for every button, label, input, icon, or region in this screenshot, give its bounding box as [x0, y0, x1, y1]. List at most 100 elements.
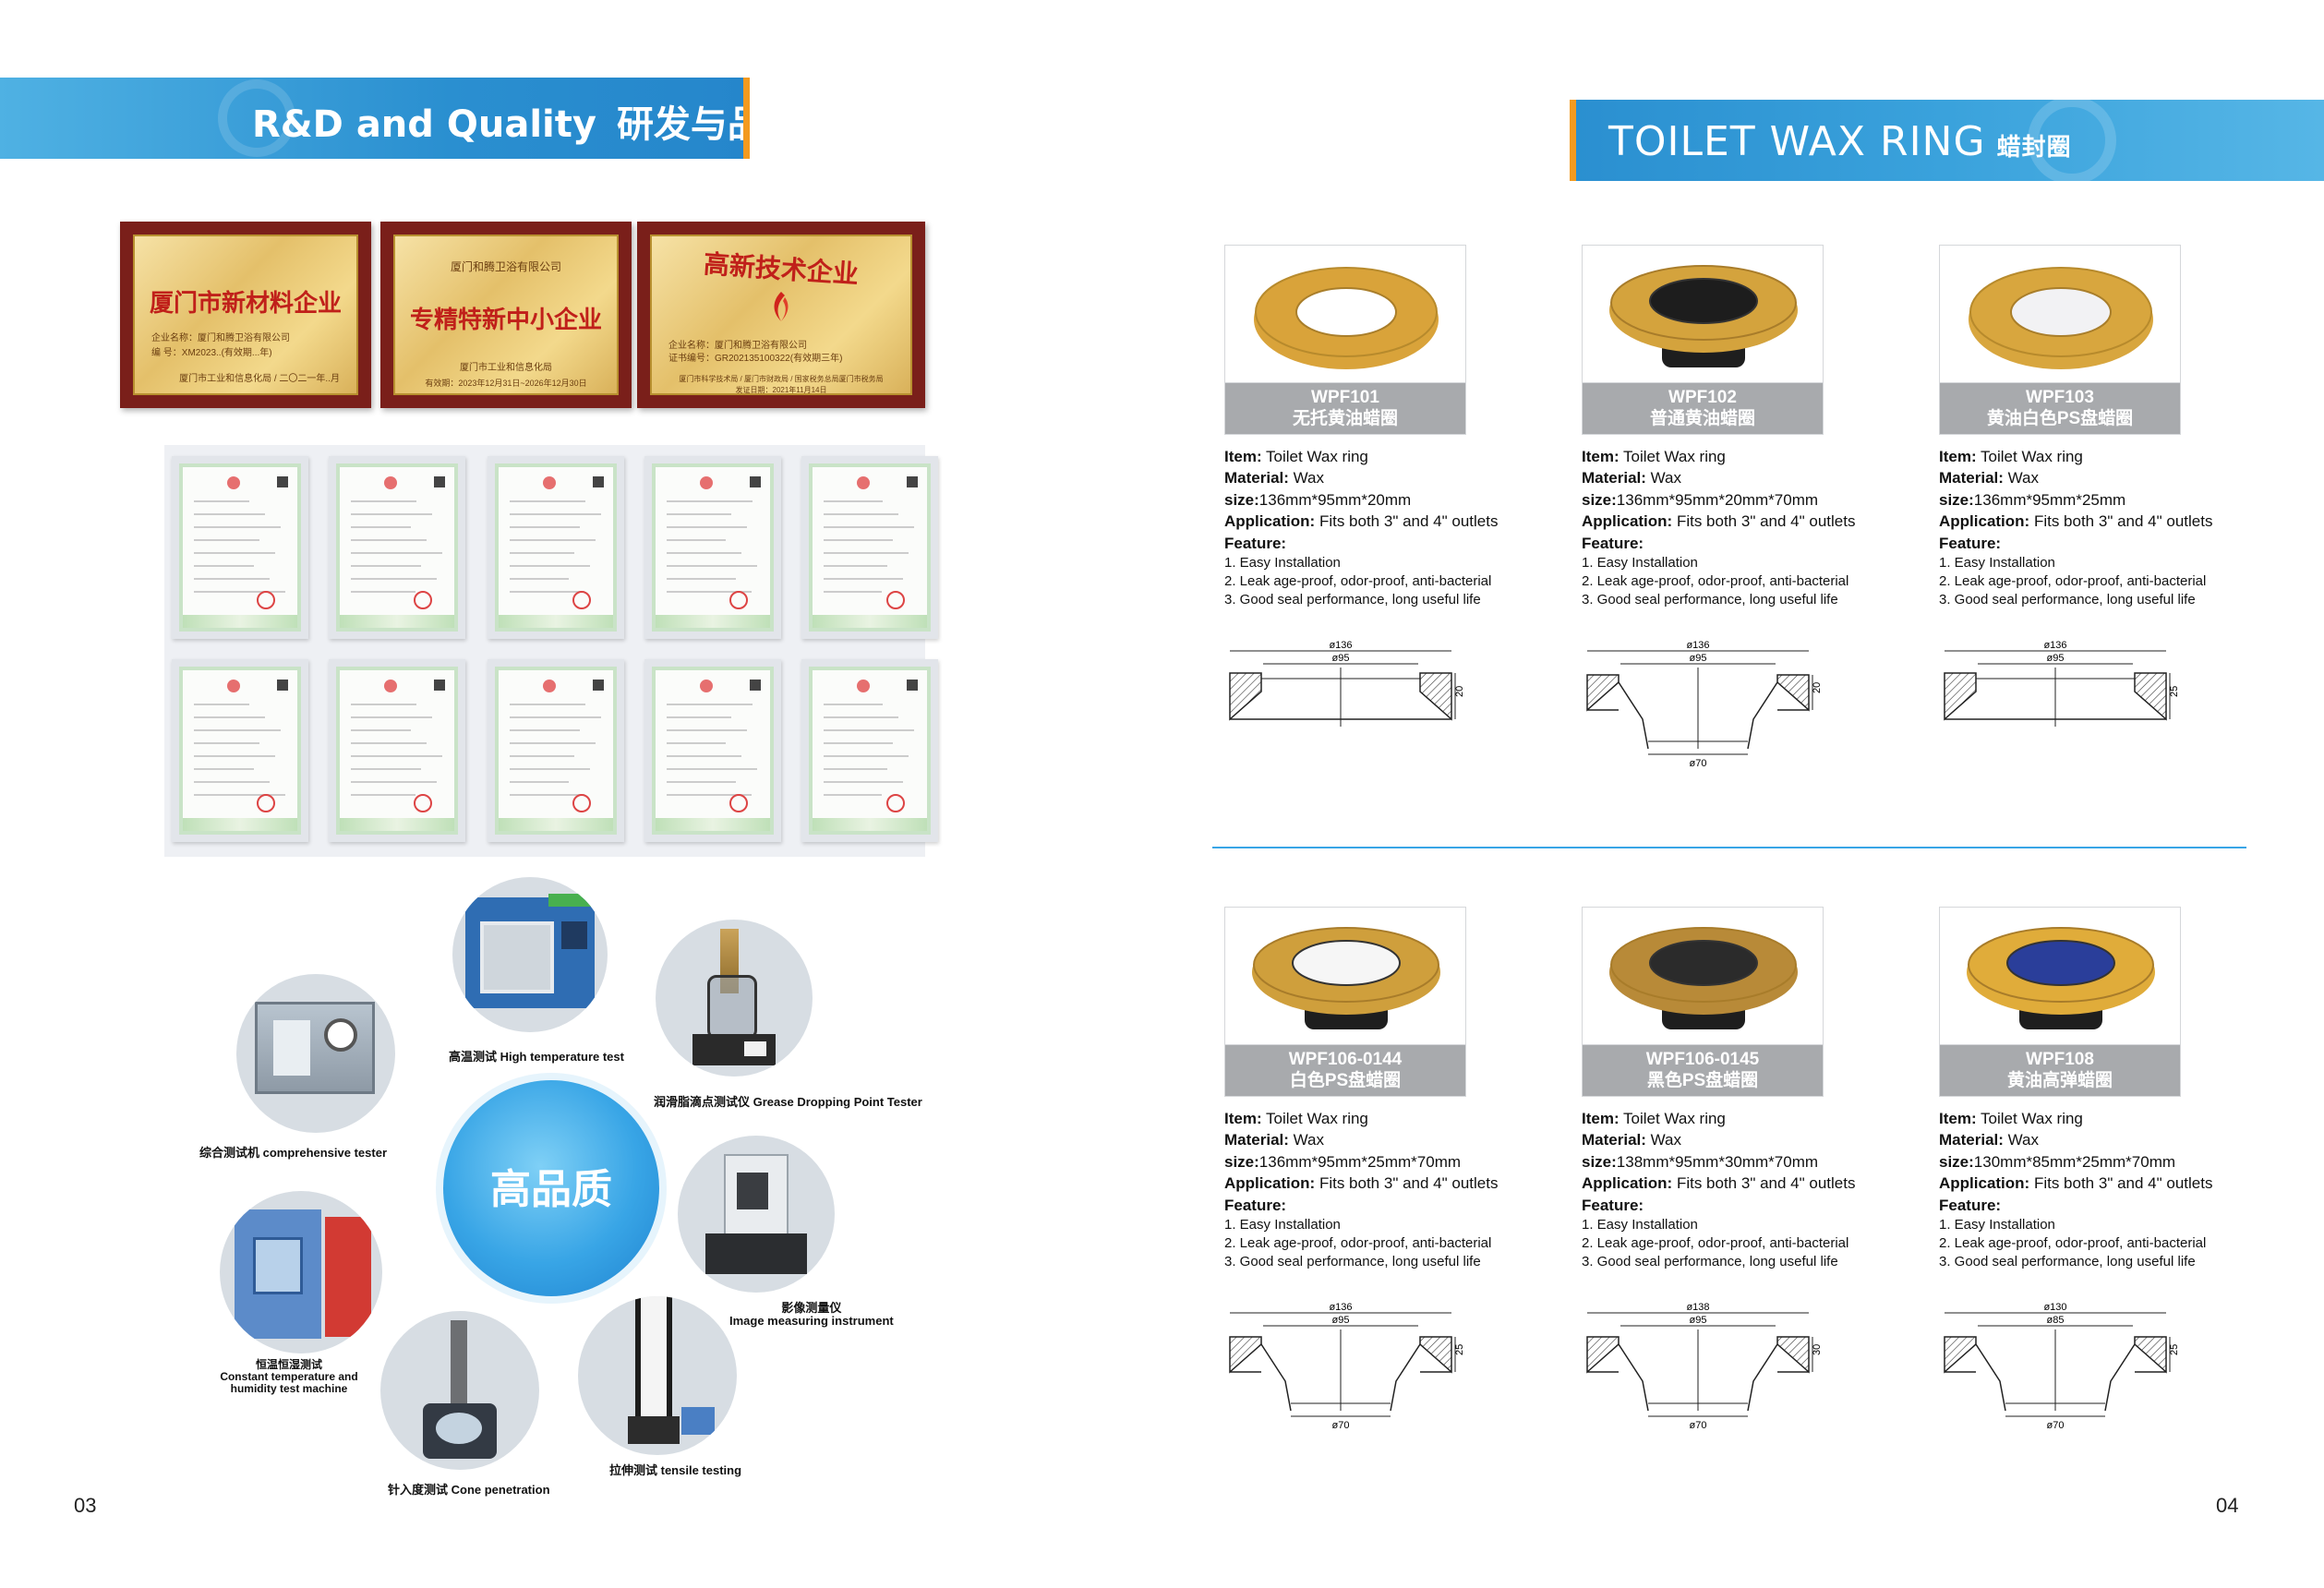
dim-inner-label: ø95	[1332, 1315, 1350, 1326]
dim-inner-label: ø85	[2047, 1315, 2065, 1326]
plaque-date: 发证日期：2021年11月14日	[735, 386, 827, 394]
spec-size: size:136mm*95mm*20mm	[1224, 490, 1412, 509]
feature-item: 2. Leak age-proof, odor-proof, anti-bact…	[1582, 1235, 1849, 1252]
comprehensive-tester-photo	[236, 974, 395, 1133]
dim-outer-label: ø136	[1329, 1302, 1352, 1313]
product-drawing: ø136 ø95 20 ø70	[1582, 640, 1824, 774]
patent-certificate	[488, 659, 624, 842]
tensile-testing-machine-photo	[578, 1296, 737, 1455]
cone-penetration-label: 针入度测试 Cone penetration	[388, 1483, 550, 1497]
dim-height-label: 20	[1812, 682, 1823, 693]
humidity-test-chamber-photo	[220, 1191, 382, 1353]
header-title-en: R&D and Quality	[252, 103, 596, 146]
dim-inner-label: ø95	[2047, 653, 2065, 664]
spec-application: Application: Fits both 3" and 4" outlets	[1939, 1174, 2213, 1193]
wax-ring-photo	[1254, 267, 1439, 369]
comprehensive-tester-label: 综合测试机 comprehensive tester	[199, 1146, 388, 1160]
certificate-wall	[164, 445, 938, 857]
feature-item: 2. Leak age-proof, odor-proof, anti-bact…	[1224, 1235, 1492, 1252]
plaque-title: 高新技术企业	[702, 248, 860, 290]
spec-application: Application: Fits both 3" and 4" outlets	[1939, 512, 2213, 531]
feature-item: 3. Good seal performance, long useful li…	[1582, 1254, 1838, 1270]
spec-material: Material: Wax	[1582, 469, 1682, 487]
dim-bottom-label: ø70	[1690, 1420, 1707, 1431]
feature-item: 3. Good seal performance, long useful li…	[1224, 1254, 1481, 1270]
product-name-zh: 白色PS盘蜡圈	[1289, 1071, 1402, 1090]
patent-certificate	[329, 456, 465, 639]
spec-application: Application: Fits both 3" and 4" outlets	[1582, 1174, 1856, 1193]
dim-outer-label: ø138	[1686, 1302, 1709, 1313]
spec-material: Material: Wax	[1582, 1131, 1682, 1149]
spec-feature-heading: Feature:	[1224, 1196, 1287, 1214]
spec-size: size:136mm*95mm*20mm*70mm	[1582, 490, 1819, 509]
plaque-high-tech-enterprise: 高新技术企业 企业名称：厦门和腾卫浴有限公司 证书编号：GR2021351003…	[637, 222, 925, 408]
feature-item: 1. Easy Installation	[1939, 1217, 2055, 1233]
spec-application: Application: Fits both 3" and 4" outlets	[1582, 512, 1856, 531]
dim-outer-label: ø136	[1686, 640, 1709, 651]
product-photo	[1224, 907, 1466, 1045]
patent-certificate	[801, 456, 938, 639]
dim-bottom-label: ø70	[1690, 758, 1707, 769]
plaque-line-2: 证书编号：GR202135100322(有效期三年)	[668, 354, 843, 364]
dim-bottom-label: ø70	[1332, 1420, 1350, 1431]
grease-dropping-point-tester-label: 润滑脂滴点测试仪 Grease Dropping Point Tester	[654, 1095, 922, 1109]
patent-certificate	[329, 659, 465, 842]
header-orange-accent	[743, 78, 750, 159]
spec-feature-heading: Feature:	[1224, 534, 1287, 552]
patent-certificate	[172, 456, 308, 639]
page-number-left: 03	[74, 1494, 97, 1517]
feature-item: 1. Easy Installation	[1939, 555, 2055, 571]
feature-item: 3. Good seal performance, long useful li…	[1939, 1254, 2196, 1270]
header-title-zh: 蜡封圈	[1996, 134, 2072, 162]
spec-size: size:136mm*95mm*25mm*70mm	[1224, 1152, 1462, 1171]
spec-size: size:130mm*85mm*25mm*70mm	[1939, 1152, 2176, 1171]
product-code: WPF103	[2026, 388, 2094, 407]
tensile-testing-label: 拉伸测试 tensile testing	[609, 1463, 742, 1477]
feature-item: 2. Leak age-proof, odor-proof, anti-bact…	[1939, 573, 2207, 590]
feature-item: 1. Easy Installation	[1582, 1217, 1698, 1233]
dim-inner-label: ø95	[1690, 653, 1707, 664]
plaque-footer: 厦门市工业和信息化局 / 二〇二一年..月	[179, 374, 340, 384]
plaque-footer: 厦门市工业和信息化局	[460, 363, 552, 373]
product-photo	[1939, 245, 2181, 383]
spec-item: Item: Toilet Wax ring	[1224, 448, 1368, 465]
page-number-right: 04	[2216, 1494, 2239, 1517]
feature-item: 2. Leak age-proof, odor-proof, anti-bact…	[1224, 573, 1492, 590]
plaque-validity: 有效期：2023年12月31日~2026年12月30日	[425, 379, 587, 388]
dim-outer-label: ø136	[2043, 640, 2066, 651]
spec-item: Item: Toilet Wax ring	[1939, 1110, 2083, 1127]
dim-height-label: 25	[2169, 1344, 2180, 1355]
wax-ring-photo	[1969, 267, 2153, 369]
spec-feature-heading: Feature:	[1582, 1196, 1644, 1214]
spec-item: Item: Toilet Wax ring	[1939, 448, 2083, 465]
wax-ring-photo	[1252, 927, 1440, 1029]
dim-height-label: 30	[1812, 1344, 1823, 1355]
plaque-line-1: 企业名称：厦门和腾卫浴有限公司	[668, 341, 807, 351]
dim-inner-label: ø95	[1332, 653, 1350, 664]
plaque-title: 专精特新中小企业	[409, 307, 602, 334]
plaque-company: 厦门和腾卫浴有限公司	[450, 260, 561, 273]
spec-material: Material: Wax	[1939, 1131, 2040, 1149]
patent-certificate	[172, 659, 308, 842]
feature-item: 3. Good seal performance, long useful li…	[1939, 592, 2196, 608]
cross-section-drawing: ø136 ø95 20 ø70	[1586, 640, 1823, 769]
cone-penetration-tester-photo	[380, 1311, 539, 1470]
wax-ring-photo	[1609, 265, 1798, 367]
grease-dropping-point-tester-photo	[656, 920, 813, 1077]
